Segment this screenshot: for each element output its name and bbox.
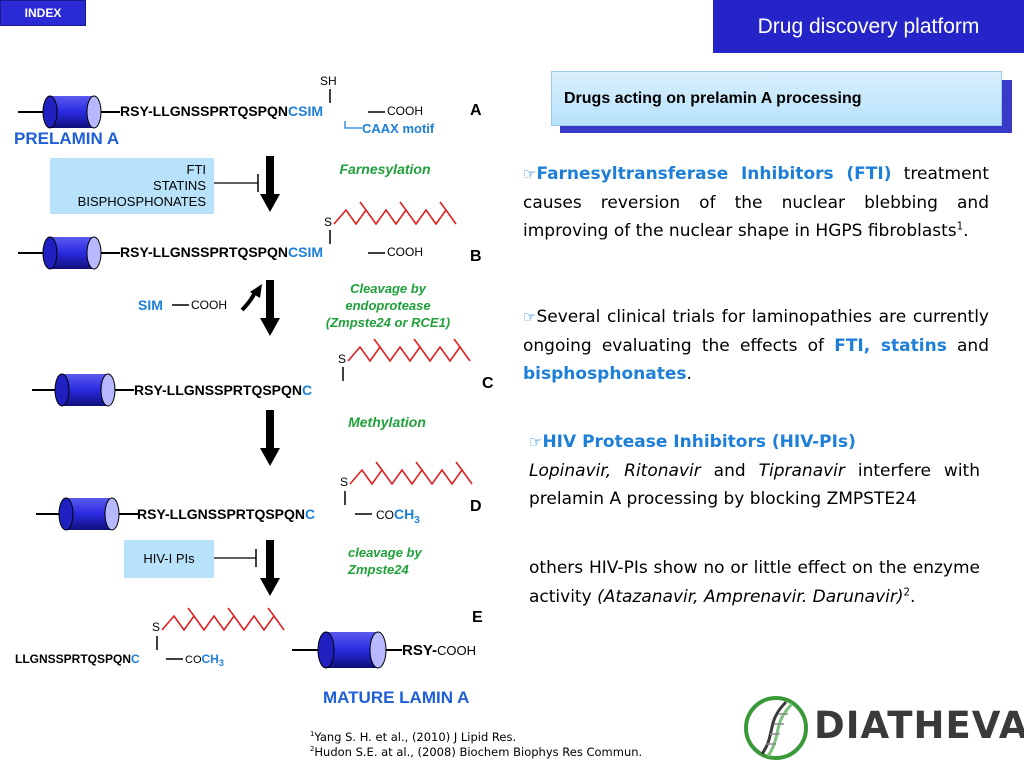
mature-lamin-label: MATURE LAMIN A <box>323 688 470 707</box>
paragraph-trials: ☞Several clinical trials for laminopathi… <box>523 307 989 384</box>
sh-label: SH <box>320 74 337 88</box>
hiv-pi-box: HIV-I PIs <box>124 540 214 578</box>
diatheva-logo: DIATHEVA <box>742 690 1024 765</box>
section-header-box: Drugs acting on prelamin A processing <box>551 71 1002 126</box>
s-label-d: S <box>340 475 349 489</box>
cooh-label-a: COOH <box>387 104 423 118</box>
lamin-cylinder-a <box>18 95 120 129</box>
pointing-hand-icon: ☞ <box>523 165 537 183</box>
caax-bracket <box>344 121 362 129</box>
step-label-e: E <box>472 609 483 626</box>
pointing-hand-icon: ☞ <box>523 308 537 326</box>
paragraph-others: others HIV-PIs show no or little effect … <box>529 558 980 607</box>
sequence-d: RSY-LLGNSSPRTQSPQNC <box>137 506 316 522</box>
arrow-2 <box>260 280 280 336</box>
index-button[interactable]: INDEX <box>0 0 86 26</box>
coch3-label-d: COCH3 <box>376 506 420 526</box>
step-label-b: B <box>470 248 482 265</box>
s-label-b: S <box>324 215 333 229</box>
sequence-e: LLGNSSPRTQSPQNC <box>15 652 140 666</box>
mature-rsy-cooh: RSY-COOH <box>402 642 477 659</box>
sequence-a: RSY-LLGNSSPRTQSPQNCSIM <box>120 103 324 119</box>
arrow-1 <box>260 156 280 212</box>
cooh-label-sim: COOH <box>191 298 227 312</box>
lamin-cylinder-c <box>32 373 134 407</box>
s-label-c: S <box>338 352 347 366</box>
farnesyl-chain-e <box>161 614 285 632</box>
s-label-e: S <box>152 620 161 634</box>
cooh-label-b: COOH <box>387 245 423 259</box>
slide-title: Drug discovery platform <box>713 0 1024 53</box>
logo-wordmark: DIATHEVA <box>814 704 1024 747</box>
farnesylation-label: Farnesylation <box>339 161 431 177</box>
arrow-3 <box>260 410 280 466</box>
coch3-label-e: COCH3 <box>185 652 224 668</box>
fti-inhibitor-box: FTI STATINS BISPHOSPHONATES <box>50 158 214 214</box>
processing-diagram <box>18 89 473 669</box>
paragraph-hiv: ☞HIV Protease Inhibitors (HIV-PIs) Lopin… <box>529 432 980 509</box>
lamin-cylinder-b <box>18 236 120 270</box>
prelamin-label: PRELAMIN A <box>14 129 120 148</box>
references: 1Yang S. H. et al., (2010) J Lipid Res. … <box>310 730 642 760</box>
caax-motif-label: CAAX motif <box>362 121 435 136</box>
farnesyl-chain-b <box>333 208 457 226</box>
farnesyl-chain-c <box>347 345 471 363</box>
reference-1: 1Yang S. H. et al., (2010) J Lipid Res. <box>310 730 517 744</box>
step-label-a: A <box>470 102 482 119</box>
cleavage-zmpste24-label: cleavage by Zmpste24 <box>348 545 422 577</box>
lamin-cylinder-d <box>36 497 138 531</box>
dna-helix-icon <box>744 696 808 760</box>
farnesyl-chain-d <box>349 468 473 486</box>
sequence-c: RSY-LLGNSSPRTQSPQNC <box>134 382 313 398</box>
mature-lamin-cylinder <box>292 631 402 669</box>
sequence-b: RSY-LLGNSSPRTQSPQNCSIM <box>120 244 324 260</box>
reference-2: 2Hudon S.E. at al., (2008) Biochem Bioph… <box>310 745 643 759</box>
cleavage-endoprotease-label: Cleavage by endoprotease (Zmpste24 or RC… <box>325 281 451 330</box>
arrow-4 <box>260 540 280 596</box>
step-label-c: C <box>482 375 494 392</box>
pointing-hand-icon: ☞ <box>529 433 543 451</box>
step-label-d: D <box>470 498 482 515</box>
methylation-label: Methylation <box>348 414 426 430</box>
paragraph-fti: ☞Farnesyltransferase Inhibitors (FTI) tr… <box>523 164 989 241</box>
sim-fragment-label: SIM <box>138 297 163 313</box>
